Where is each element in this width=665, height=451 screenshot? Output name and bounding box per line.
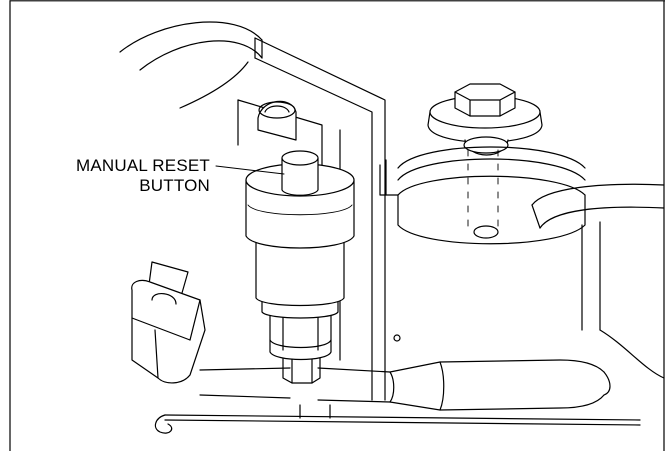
refrigerant-tube (199, 359, 611, 411)
compressor-housing-curve (119, 21, 263, 109)
tube-clamp (131, 261, 206, 384)
pressure-switch (245, 150, 355, 384)
callout-line-2: BUTTON (139, 176, 210, 195)
rivet-icon (393, 334, 401, 342)
frame-border (9, 0, 665, 451)
base-plate (154, 404, 641, 434)
side-pipe (531, 183, 665, 379)
valve-housing (379, 146, 586, 342)
hex-nut-assembly (427, 83, 543, 156)
pipe-stub (257, 100, 297, 141)
callout-leader-line (215, 165, 285, 175)
callout-line-1: MANUAL RESET (75, 156, 210, 175)
manual-reset-button-callout: MANUAL RESET BUTTON (20, 156, 210, 196)
